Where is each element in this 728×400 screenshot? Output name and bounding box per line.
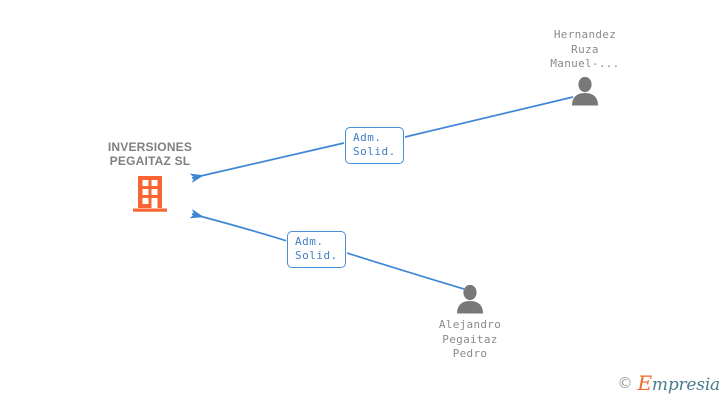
company-name-label: INVERSIONES PEGAITAZ SL [107,140,193,168]
brand-logo: Empresia [638,373,721,394]
edge-box-to-company-top [189,142,345,183]
person-bottom-name-label: Alejandro Pegaitaz Pedro [438,318,502,360]
company-icon-wrap[interactable] [80,174,220,214]
person-icon[interactable] [453,284,487,314]
relation-label-bottom-text: Adm. Solid. [295,235,338,262]
relation-label-bottom[interactable]: Adm. Solid. [287,231,346,268]
edge-box-to-company-bottom [189,209,288,242]
person-top-name-label: Hernandez Ruza Manuel-... [550,28,620,70]
edge-person-bottom-to-box [346,252,465,290]
watermark: © Empresia [618,373,721,394]
copyright-icon: © [617,374,633,392]
edge-person-top-to-box [404,96,574,138]
relation-label-top-text: Adm. Solid. [353,131,396,158]
brand-initial: E [637,371,653,395]
relation-label-top[interactable]: Adm. Solid. [345,127,404,164]
building-icon[interactable] [132,174,168,214]
person-node-bottom[interactable]: Alejandro Pegaitaz Pedro [405,284,535,362]
person-top-icon-wrap[interactable] [520,76,650,106]
company-node[interactable]: INVERSIONES PEGAITAZ SL [80,140,220,214]
person-node-top[interactable]: Hernandez Ruza Manuel-... [520,28,650,106]
brand-rest: mpresia [651,375,720,395]
person-bottom-icon-wrap[interactable] [405,284,535,314]
person-icon[interactable] [568,76,602,106]
